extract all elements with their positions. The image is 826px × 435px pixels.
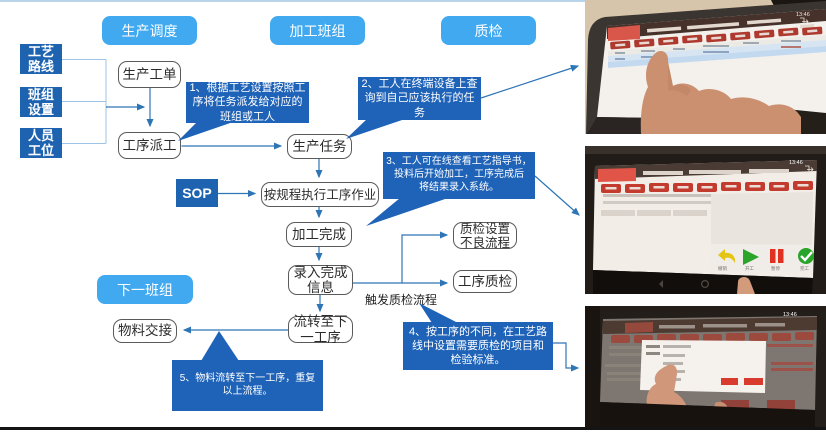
svg-text:13:46: 13:46 xyxy=(796,12,810,18)
svg-text:13:46: 13:46 xyxy=(789,160,803,166)
svg-text:开工: 开工 xyxy=(745,266,754,272)
svg-text:13:46: 13:46 xyxy=(783,312,797,318)
svg-text:完工: 完工 xyxy=(800,265,809,272)
svg-text:暂停: 暂停 xyxy=(771,265,780,272)
svg-text:撤销: 撤销 xyxy=(718,265,727,272)
